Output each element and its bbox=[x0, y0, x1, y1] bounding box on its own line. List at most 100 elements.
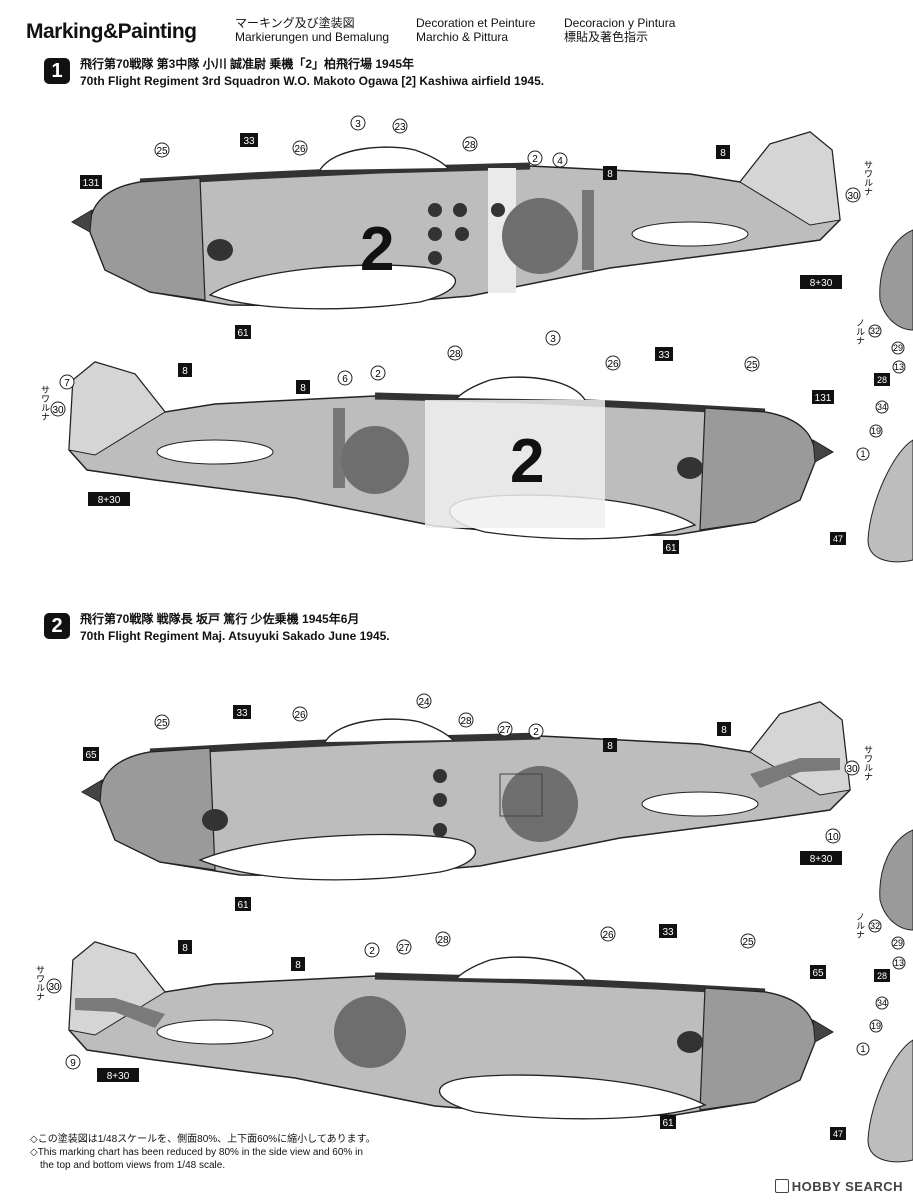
callout-p4-i: 26 bbox=[600, 926, 616, 942]
svg-text:1: 1 bbox=[860, 1044, 865, 1054]
svg-text:8: 8 bbox=[721, 725, 727, 736]
header-col1-line1: マーキング及び塗装図 bbox=[235, 16, 355, 30]
plane-2-callouts: 8 7 30 8+30 8 6 2 28 3 26 33 25 131 61 bbox=[50, 330, 834, 554]
svg-text:26: 26 bbox=[602, 930, 614, 941]
plane-1-side-view: 2 bbox=[71, 131, 841, 310]
callout-p1-f: 28 bbox=[462, 136, 478, 152]
callout-p3-l: 10 bbox=[825, 828, 841, 844]
svg-text:26: 26 bbox=[294, 710, 306, 721]
svg-text:30: 30 bbox=[52, 405, 64, 416]
section-1-jp: 飛行第70戦隊 第3中隊 小川 誠准尉 乗機「2」柏飛行場 1945年 bbox=[80, 57, 415, 71]
svg-text:34: 34 bbox=[877, 998, 887, 1008]
svg-text:8: 8 bbox=[607, 741, 613, 752]
plane-4-exhaust bbox=[677, 1031, 703, 1053]
svg-text:34: 34 bbox=[877, 402, 887, 412]
plane-3-wing bbox=[198, 833, 477, 881]
callout-p1-g: 2 bbox=[527, 150, 543, 166]
svg-text:27: 27 bbox=[398, 943, 410, 954]
svg-text:13: 13 bbox=[894, 958, 904, 968]
plane-1-callouts: 3 23 26 25 28 2 4 30 33 8 8 131 61 8+30 bbox=[80, 115, 861, 339]
callout-p2-b: 7 bbox=[59, 374, 75, 390]
svg-text:2: 2 bbox=[533, 727, 539, 738]
plane-4-wing bbox=[438, 1074, 707, 1120]
plane-1-fuselage-stripe bbox=[582, 190, 594, 270]
plane-3-victory-eagles bbox=[433, 769, 447, 837]
svg-text:47: 47 bbox=[833, 1129, 843, 1139]
edge-callouts-lower: 32 29 13 28 34 19 1 47 bbox=[830, 919, 906, 1140]
plane-4-tail-stripe bbox=[75, 998, 165, 1028]
svg-text:33: 33 bbox=[243, 136, 255, 147]
svg-text:2: 2 bbox=[369, 946, 375, 957]
svg-text:4: 4 bbox=[557, 156, 563, 167]
edge-upper-0: 32 bbox=[868, 324, 882, 338]
svg-text:29: 29 bbox=[893, 343, 903, 353]
svg-text:26: 26 bbox=[607, 359, 619, 370]
callout-p3-c: 33 bbox=[233, 705, 251, 719]
section-1-en: 70th Flight Regiment 3rd Squadron W.O. M… bbox=[80, 74, 545, 88]
svg-text:8: 8 bbox=[295, 960, 301, 971]
callout-p1-k: 61 bbox=[235, 325, 251, 339]
header-col1: マーキング及び塗装図 Markierungen und Bemalung bbox=[235, 16, 389, 44]
watermark-icon bbox=[774, 1179, 789, 1193]
plane-2-exhaust bbox=[677, 457, 703, 479]
svg-text:2: 2 bbox=[375, 369, 381, 380]
plane-3-cowling bbox=[99, 747, 216, 871]
svg-text:8: 8 bbox=[182, 943, 188, 954]
svg-text:8+30: 8+30 bbox=[107, 1071, 130, 1082]
plane-3-spinner bbox=[81, 779, 103, 803]
callout-p2-a: 8 bbox=[178, 363, 192, 377]
svg-text:28: 28 bbox=[877, 971, 887, 981]
plane-3-rudder bbox=[749, 701, 851, 796]
edge-upper-6: 1 bbox=[856, 447, 870, 461]
callout-p4-h: 28 bbox=[435, 931, 451, 947]
callout-p2-m: 131 bbox=[812, 390, 834, 404]
callout-p3-n: 61 bbox=[235, 897, 251, 911]
callout-p1-h: 4 bbox=[552, 152, 568, 168]
header-col1-line2: Markierungen und Bemalung bbox=[235, 30, 390, 44]
edge-lower-3: 28 bbox=[874, 969, 890, 982]
callout-p4-m: 61 bbox=[660, 1115, 676, 1129]
section-2-jp: 飛行第70戦隊 戦隊長 坂戸 篤行 少佐乗機 1945年6月 bbox=[80, 612, 360, 626]
svg-text:27: 27 bbox=[499, 725, 511, 736]
callout-p4-l: 65 bbox=[810, 965, 826, 979]
section-2-badge: 2 bbox=[44, 613, 70, 639]
plane-3-tailplane bbox=[641, 791, 759, 817]
watermark-text: HOBBY SEARCH bbox=[791, 1179, 903, 1194]
section-1-badge: 1 bbox=[44, 58, 70, 84]
callout-p2-g: 2 bbox=[370, 365, 386, 381]
callout-p2-k: 33 bbox=[655, 347, 673, 361]
callout-p2-i: 3 bbox=[545, 330, 561, 346]
edge-callouts-upper: 32 29 13 28 34 19 1 47 bbox=[830, 324, 906, 545]
plane-3-exhaust bbox=[202, 809, 228, 831]
edge-lower-6: 1 bbox=[856, 1042, 870, 1056]
callout-p1-l: 30 bbox=[845, 187, 861, 203]
plane-2-white-band bbox=[425, 400, 605, 528]
plane-3-panel bbox=[499, 773, 543, 817]
callout-p4-e: 8 bbox=[291, 957, 305, 971]
svg-text:25: 25 bbox=[746, 360, 758, 371]
svg-text:32: 32 bbox=[870, 921, 880, 931]
callout-p3-a: 65 bbox=[83, 747, 99, 761]
label-noruna-1: ノルナ bbox=[855, 318, 865, 345]
svg-text:9: 9 bbox=[70, 1058, 76, 1069]
svg-text:25: 25 bbox=[156, 718, 168, 729]
partial-view-upper bbox=[867, 229, 913, 563]
svg-text:28: 28 bbox=[460, 716, 472, 727]
footer-en2: the top and bottom views from 1/48 scale… bbox=[40, 1160, 226, 1171]
edge-upper-3: 28 bbox=[874, 373, 890, 386]
plane-4-callouts: 8 30 9 8+30 8 2 27 28 26 33 25 65 61 bbox=[46, 924, 826, 1129]
plane-1-victory-eagles bbox=[428, 203, 505, 265]
header-col3-line2: 標貼及著色指示 bbox=[564, 30, 649, 44]
callout-p1-b: 23 bbox=[392, 118, 408, 134]
callout-p4-c: 9 bbox=[65, 1054, 81, 1070]
svg-text:32: 32 bbox=[870, 326, 880, 336]
callout-p2-n: 61 bbox=[663, 540, 679, 554]
plane-1-canopy bbox=[319, 146, 449, 171]
svg-text:8: 8 bbox=[720, 148, 726, 159]
callout-p3-f: 28 bbox=[458, 712, 474, 728]
plane-3-tail-stripe bbox=[750, 758, 840, 788]
footer-note: ◇この塗装図は1/48スケールを、側面80%、上下面60%に縮小してあります。 … bbox=[30, 1133, 376, 1172]
callout-p1-e: 25 bbox=[154, 142, 170, 158]
callout-p3-m: 8+30 bbox=[800, 851, 842, 865]
